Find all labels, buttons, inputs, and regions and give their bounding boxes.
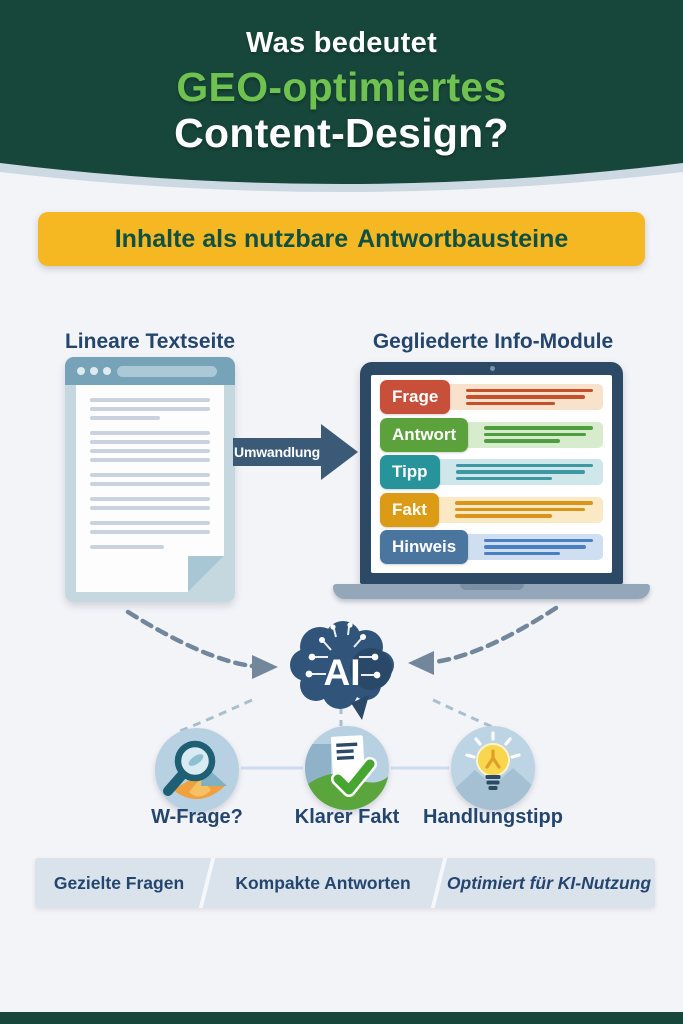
window-dot-icon — [90, 367, 98, 375]
window-dot-icon — [103, 367, 111, 375]
summary-item-fragen: Gezielte Fragen — [53, 872, 185, 893]
browser-topbar — [65, 357, 235, 385]
module-chip: Frage — [380, 380, 451, 414]
summary-item-antworten: Kompakte Antworten — [235, 872, 411, 893]
document-page — [76, 385, 224, 592]
footer-strip — [0, 1012, 683, 1024]
address-bar-shape — [117, 366, 217, 377]
banner-text-regular: Inhalte als nutzbare — [114, 224, 349, 253]
right-section-title: Gegliederte Info-Module — [372, 330, 614, 353]
module-chip: Tipp — [380, 455, 440, 489]
header-line3: Content-Design? — [174, 110, 509, 156]
header-background — [0, 0, 683, 192]
module-text-lines — [466, 386, 593, 409]
transform-arrow-icon — [233, 424, 358, 480]
summary-bar: Gezielte Fragen Kompakte Antworten Optim… — [35, 858, 655, 908]
module-row-antwort: Antwort — [380, 417, 603, 452]
laptop-notch — [459, 584, 524, 590]
left-section-title: Lineare Textseite — [64, 330, 236, 353]
module-row-frage: Frage — [380, 380, 603, 414]
module-chip: Antwort — [380, 417, 469, 452]
module-chip: Hinweis — [380, 530, 469, 564]
feature-label-klarer-fakt: Klarer Fakt — [294, 806, 400, 828]
flow-arrows — [125, 605, 559, 770]
module-row-tipp: Tipp — [380, 455, 603, 489]
feature-circle-question — [155, 728, 239, 812]
laptop-display: Frage Antwort Tipp Fakt Hinweis — [371, 375, 612, 573]
laptop-base — [333, 584, 650, 599]
page-fold-corner — [188, 556, 224, 592]
ai-brain-icon: AI — [290, 621, 394, 720]
linear-text-page-mockup — [65, 357, 235, 602]
ai-label: AI — [324, 652, 361, 693]
webcam-dot-icon — [489, 366, 495, 371]
subtitle-banner: Inhalte als nutzbare Antwortbausteine — [38, 212, 645, 266]
magnifier-icon — [163, 740, 227, 800]
banner-text-bold: Antwortbausteine — [357, 224, 569, 253]
summary-item-ki-nutzung: Optimiert für KI-Nutzung — [446, 872, 652, 893]
module-row-hinweis: Hinweis — [380, 530, 603, 564]
module-text-lines — [484, 536, 593, 559]
module-text-lines — [454, 498, 593, 521]
header-line2-accent: GEO-optimiertes — [176, 64, 507, 110]
module-row-fakt: Fakt — [380, 492, 603, 527]
feature-label-handlungstipp: Handlungstipp — [423, 806, 563, 828]
document-check-icon — [305, 735, 389, 810]
module-chip: Fakt — [380, 492, 439, 527]
lightbulb-icon — [451, 731, 535, 810]
header-line1: Was bedeutet — [245, 27, 438, 59]
window-dot-icon — [77, 367, 85, 375]
laptop-screen: Frage Antwort Tipp Fakt Hinweis — [360, 362, 623, 584]
feature-circle-tip — [451, 726, 535, 810]
transform-arrow-label: Umwandlung — [234, 444, 320, 460]
module-text-lines — [455, 461, 593, 484]
feature-circle-fact — [305, 726, 389, 810]
feature-label-wfrage: W-Frage? — [151, 806, 243, 828]
module-text-lines — [484, 423, 593, 446]
